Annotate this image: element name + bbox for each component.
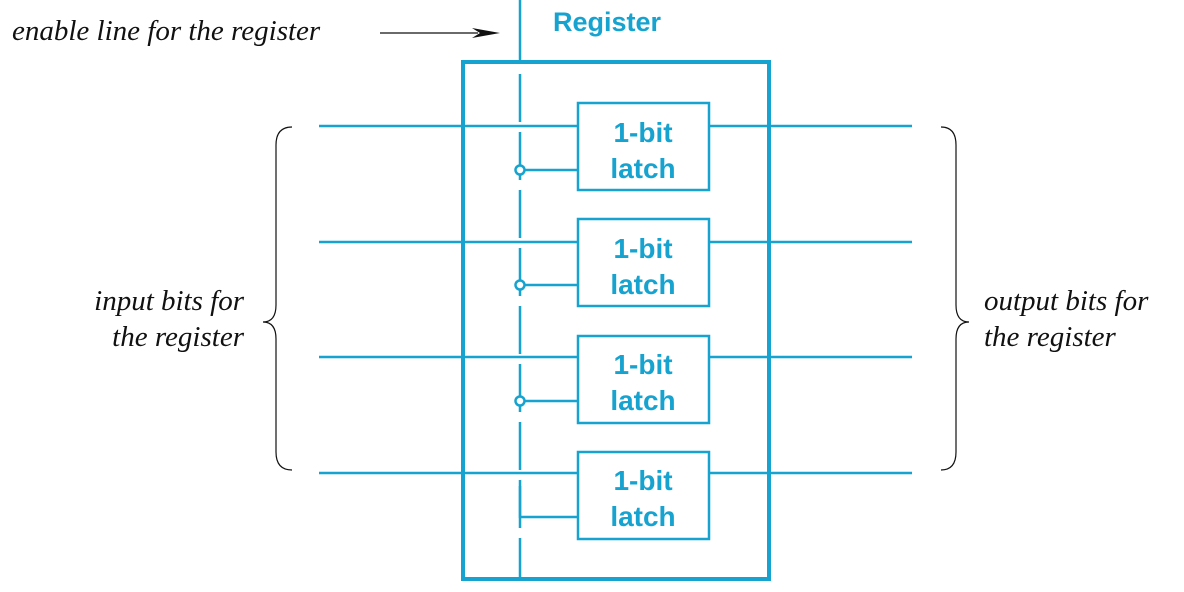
input-bits-label: input bits for [94,285,245,317]
latch-4: 1-bit latch [319,450,912,541]
latch-box-1 [576,101,711,192]
input-bits-label-line2: the register [112,321,245,353]
register-box [461,60,771,581]
latch-label-2-line2: latch [610,269,675,300]
latch-label-4-line2: latch [610,501,675,532]
enable-label-arrow [380,28,500,38]
latch-label-4: 1-bit [613,465,672,496]
enable-junction-2 [514,279,526,291]
latch-2: 1-bit latch [319,217,912,308]
latch-label-1: 1-bit [613,117,672,148]
latch-box-3 [576,334,711,425]
latch-label-1-line2: latch [610,153,675,184]
enable-junction-1 [514,164,526,176]
enable-branch-4 [518,486,578,519]
enable-line-label: enable line for the register [12,15,321,47]
latch-label-3-line2: latch [610,385,675,416]
latch-3: 1-bit latch [319,334,912,425]
output-bits-label-line2: the register [984,321,1117,353]
input-brace [262,126,293,471]
latch-box-2 [576,217,711,308]
latch-label-3: 1-bit [613,349,672,380]
latch-box-4 [576,450,711,541]
output-bits-label: output bits for [984,285,1149,317]
latch-label-2: 1-bit [613,233,672,264]
enable-junction-3 [514,395,526,407]
latch-1: 1-bit latch [319,101,912,192]
register-title: Register [553,7,662,37]
output-brace [940,126,970,471]
